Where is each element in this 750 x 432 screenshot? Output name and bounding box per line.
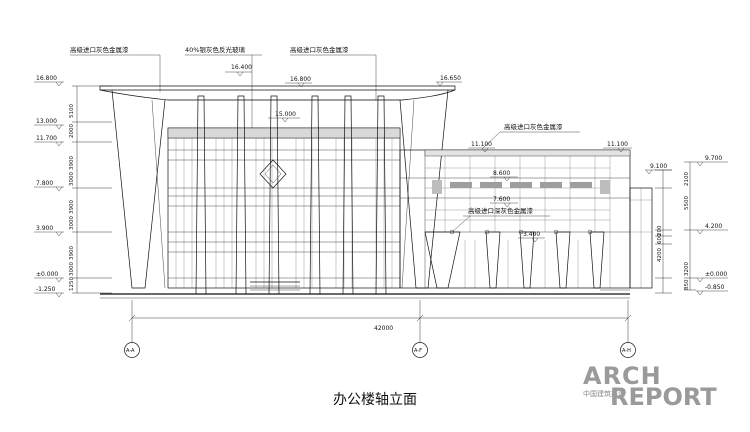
dim-left-8: 3000: [69, 262, 75, 276]
elev-annex-8600: 8.600: [493, 170, 510, 177]
dim-left-7: 3900: [69, 246, 75, 260]
elev-left-1: 16.800: [36, 75, 57, 82]
axis-label-a-f: A-F: [414, 348, 422, 354]
left-dimension-chain: 5100 2000 3900 3000 3900 3000 3900 3000 …: [69, 85, 112, 294]
elev-right-9100: 9.100: [650, 163, 667, 170]
axis-bubble-a-f: [412, 342, 428, 358]
elev-left-7: -1.250: [36, 286, 56, 293]
dim-right-4: 4200: [657, 248, 663, 262]
dim-left-2: 2000: [69, 124, 75, 138]
elev-right-4200: 4.200: [705, 223, 722, 230]
top-annotations: 高级进口灰色金属漆 40%银灰色反光玻璃 高级进口灰色金属漆 高级进口灰色金属漆…: [70, 45, 580, 233]
elev-annex-7600: 7.600: [493, 196, 510, 203]
watermark-report: REPORT: [610, 383, 717, 411]
axis-bubble-a-h: [620, 342, 636, 358]
watermark-arch: ARCH: [583, 362, 662, 390]
dim-left-3: 3900: [69, 156, 75, 170]
note-metal-paint-1: 高级进口灰色金属漆: [70, 45, 129, 54]
elev-left-6: ±0.000: [36, 271, 58, 278]
elev-main-16800: 16.800: [290, 76, 311, 83]
elev-left-4: 7.800: [36, 180, 53, 187]
note-metal-paint-2: 高级进口灰色金属漆: [290, 45, 349, 54]
dim-right-7: 850: [684, 279, 690, 290]
elev-annex-11100a: 11.100: [471, 141, 492, 148]
right-dimension-chain: 2100 5500 3200 4200 200 600 850 9.100 9.…: [645, 155, 728, 296]
dim-left-6: 3000: [69, 216, 75, 230]
elev-right-0000: ±0.000: [705, 271, 727, 278]
overall-dimension: 42000: [374, 325, 393, 332]
dim-right-5: 200: [657, 225, 663, 236]
dim-left-4: 3000: [69, 172, 75, 186]
dim-right-3: 3200: [684, 262, 690, 276]
dim-right-2: 5500: [684, 196, 690, 210]
elev-main-15000: 15.000: [275, 111, 296, 118]
elev-left-2: 13.000: [36, 118, 57, 125]
note-metal-paint-3: 高级进口灰色金属漆: [504, 122, 563, 131]
note-glass: 40%银灰色反光玻璃: [185, 45, 245, 54]
axis-grid: 42000 A-A A-F A-H: [124, 300, 636, 358]
elev-annex-11100b: 11.100: [607, 141, 628, 148]
watermark-subtitle: 中国建筑报道: [583, 390, 625, 398]
elev-left-5: 3.900: [36, 225, 53, 232]
dim-right-1: 2100: [684, 172, 690, 186]
dim-right-6: 600: [657, 233, 663, 244]
axis-bubble-a-a: [124, 342, 140, 358]
axis-label-a-a: A-A: [126, 348, 135, 354]
ground-line: [100, 289, 630, 299]
left-elevation-marks: 16.800 13.000 11.700 7.800 3.900 ±0.000 …: [34, 75, 64, 298]
elev-main-16400: 16.400: [231, 64, 252, 71]
main-building: 16.400 16.800 16.650 15.000: [99, 64, 462, 295]
elev-right-9700: 9.700: [705, 155, 722, 162]
axis-label-a-h: A-H: [622, 348, 631, 354]
elev-left-3: 11.700: [36, 135, 57, 142]
dim-left-9: 1250: [69, 277, 75, 291]
note-dark-metal-paint: 高级进口深灰色金属漆: [468, 206, 534, 215]
dim-left-1: 5100: [69, 104, 75, 118]
annex-building: 11.100 11.100 8.600 7.600 3.400: [399, 141, 653, 289]
elev-main-16650: 16.650: [440, 75, 461, 82]
elev-right-0850: -0.850: [705, 284, 725, 291]
dim-left-5: 3900: [69, 200, 75, 214]
elev-annex-3400: 3.400: [523, 231, 540, 238]
drawing-caption: 办公楼轴立面: [333, 392, 417, 408]
